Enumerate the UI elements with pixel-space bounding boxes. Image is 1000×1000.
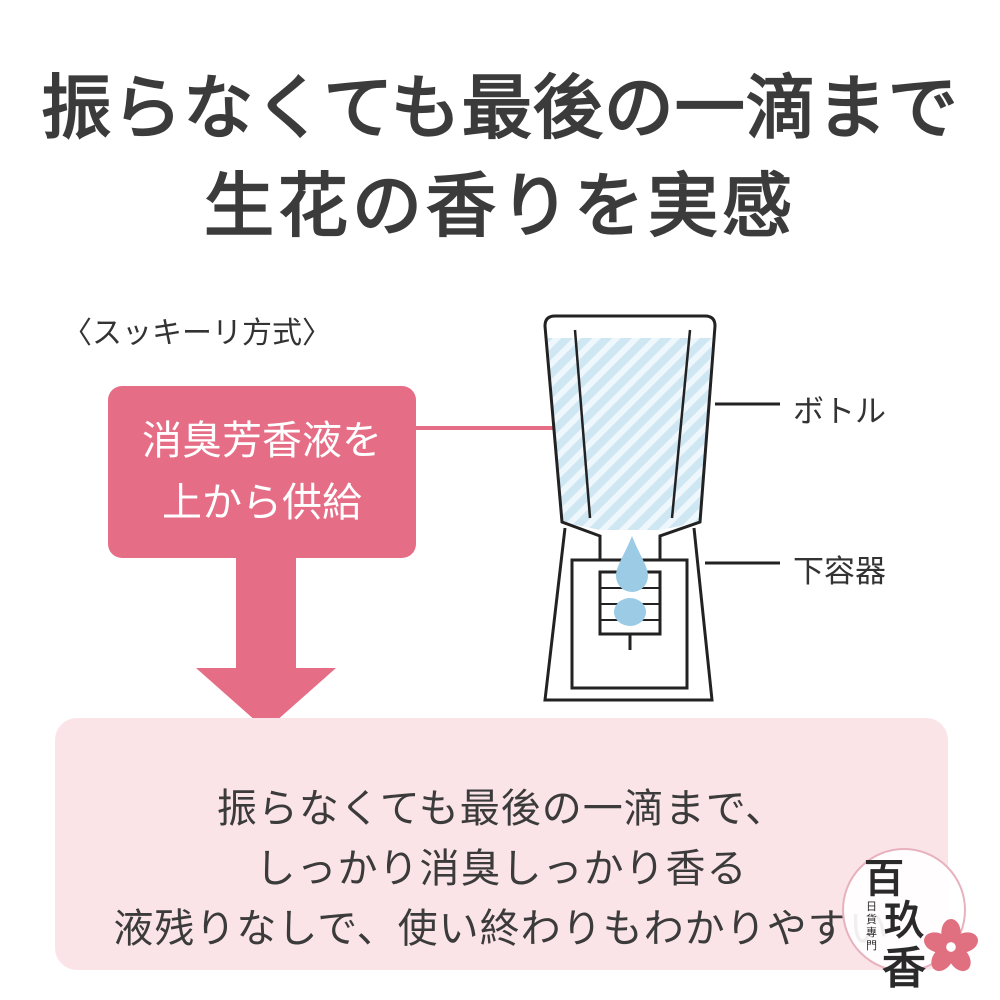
logo-char-1: 百 (864, 855, 904, 902)
neck-liquid (614, 598, 646, 626)
lower-container-outline (543, 527, 714, 702)
connector-line (416, 426, 556, 430)
summary-line-1: 振らなくても最後の一滴まで、 (216, 786, 787, 832)
summary-line-2: しっかり消臭しっかり香る (255, 846, 748, 892)
liquid-drop-icon (616, 536, 648, 592)
sakura-icon (923, 918, 979, 972)
lower-container-label: 下容器 (793, 554, 886, 590)
headline-line-1: 振らなくても最後の一滴まで (41, 66, 959, 149)
brand-logo: 百 日貨專門 玖 香 (842, 842, 984, 994)
down-arrow-shaft (236, 556, 296, 671)
bottle-label: ボトル (793, 394, 886, 430)
supply-callout-line-1: 消臭芳香液を (142, 418, 382, 464)
bottle-liquid (548, 338, 712, 530)
bottle-fold-left (573, 329, 592, 519)
logo-char-3: 香 (882, 943, 926, 994)
headline-line-2: 生花の香りを実感 (204, 164, 796, 247)
summary-line-3: 液残りなしで、使い終わりもわかりやすい (113, 906, 890, 952)
logo-small-text: 日貨專門 (866, 900, 877, 952)
method-label: 〈スッキーリ方式〉 (62, 316, 332, 351)
supply-callout-box: 消臭芳香液を 上から供給 (108, 386, 416, 558)
logo-char-2: 玖 (884, 897, 924, 944)
bottle-fold-right (670, 329, 692, 519)
supply-callout-line-2: 上から供給 (162, 480, 362, 526)
summary-box: 振らなくても最後の一滴まで、 しっかり消臭しっかり香る 液残りなしで、使い終わり… (55, 718, 948, 970)
